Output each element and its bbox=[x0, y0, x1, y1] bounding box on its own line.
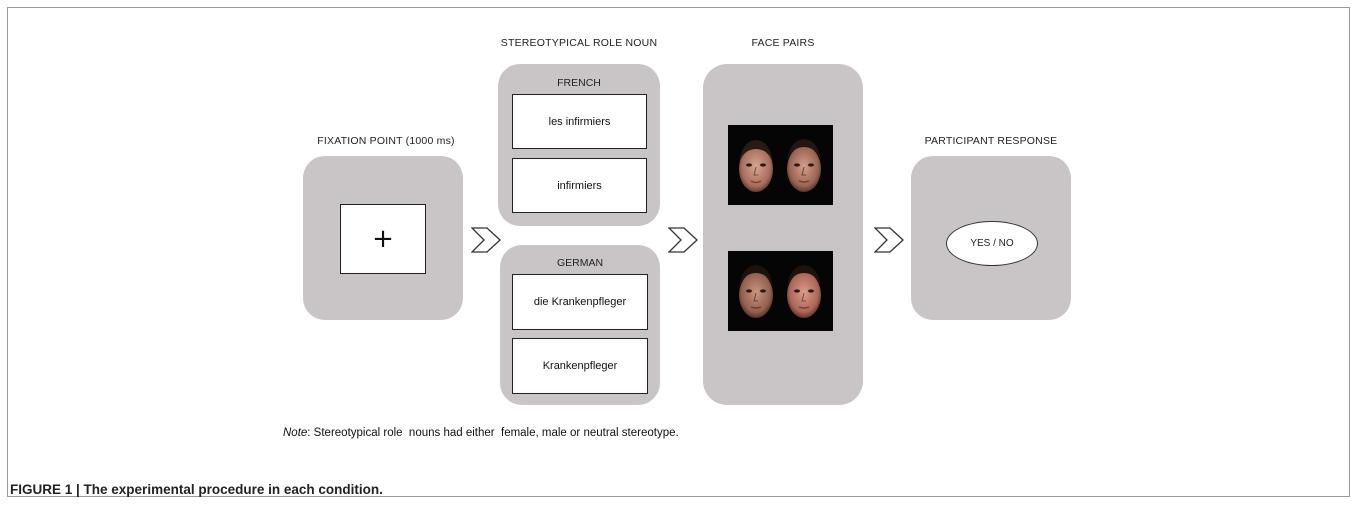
fixation-panel: + bbox=[303, 156, 463, 320]
figure-frame: FIXATION POINT (1000 ms) + STEREOTYPICAL… bbox=[7, 7, 1350, 497]
fixation-label: FIXATION POINT (1000 ms) bbox=[317, 135, 455, 147]
face-pair-bottom-graphic bbox=[739, 265, 821, 318]
chevron-arrow-icon bbox=[668, 227, 698, 253]
face-pairs-panel bbox=[703, 64, 863, 405]
chevron-arrow-icon bbox=[874, 227, 904, 253]
face-pair-image-bottom bbox=[728, 251, 833, 331]
german-noun-definite: die Krankenpfleger bbox=[512, 274, 648, 330]
french-noun-definite: les infirmiers bbox=[512, 94, 647, 149]
note-prefix: Note bbox=[283, 427, 308, 439]
fixation-box: + bbox=[340, 204, 426, 274]
face-pairs-label: FACE PAIRS bbox=[751, 37, 815, 49]
note-text: : Stereotypical role nouns had either fe… bbox=[307, 427, 679, 439]
french-noun-bare: infirmiers bbox=[512, 158, 647, 213]
yes-no-response: YES / NO bbox=[946, 221, 1038, 266]
german-noun-bare: Krankenpfleger bbox=[512, 338, 648, 394]
face-pair-image-top bbox=[728, 125, 833, 205]
chevron-arrow-icon bbox=[471, 227, 501, 253]
french-panel: FRENCH les infirmiers infirmiers bbox=[498, 64, 660, 226]
french-title: FRENCH bbox=[557, 77, 601, 89]
role-noun-label: STEREOTYPICAL ROLE NOUN bbox=[500, 37, 658, 49]
face-pair-top-graphic bbox=[739, 139, 821, 192]
german-panel: GERMAN die Krankenpfleger Krankenpfleger bbox=[500, 245, 660, 405]
german-title: GERMAN bbox=[556, 257, 604, 269]
figure-note: Note: Stereotypical role nouns had eithe… bbox=[283, 427, 679, 439]
response-panel: YES / NO bbox=[911, 156, 1071, 320]
figure-caption: FIGURE 1 | The experimental procedure in… bbox=[10, 482, 383, 497]
response-label: PARTICIPANT RESPONSE bbox=[924, 135, 1058, 147]
fixation-cross: + bbox=[372, 224, 394, 254]
